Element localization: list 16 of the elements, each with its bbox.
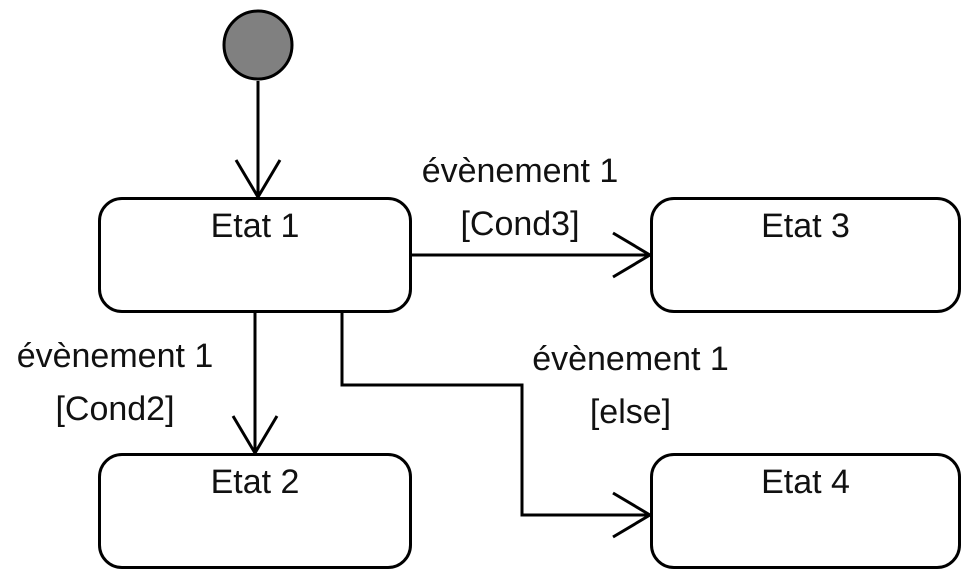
state-box	[98, 453, 412, 569]
edge-label: évènement 1 [Cond3]	[420, 151, 620, 245]
initial-state-circle	[222, 9, 294, 81]
edge-label: évènement 1 [else]	[531, 339, 730, 433]
state-name: Etat 3	[761, 206, 850, 247]
state-name: Etat 2	[210, 462, 300, 503]
transition-arrow	[232, 313, 278, 454]
transition-arrow	[234, 81, 282, 198]
edge-label: évènement 1 [Cond2]	[16, 336, 214, 430]
transition-arrow	[340, 313, 652, 538]
state-name: Etat 4	[761, 462, 850, 503]
state-name: Etat 1	[210, 206, 300, 247]
state-box	[98, 197, 412, 313]
transition-arrow	[412, 232, 652, 278]
state-box	[650, 197, 961, 313]
state-box	[650, 453, 961, 569]
